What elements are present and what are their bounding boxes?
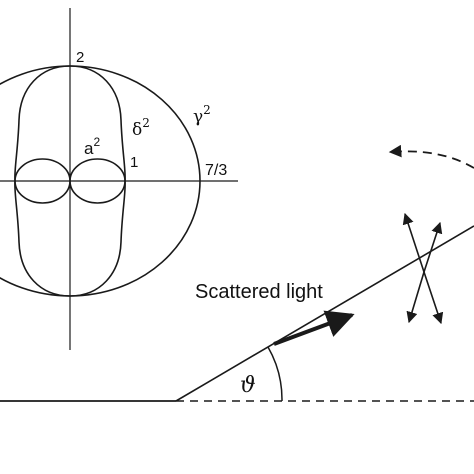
scattered-light-label: Scattered light: [195, 281, 323, 303]
label-delta-squared: δ2: [132, 116, 150, 140]
polarization-arrow-a-down: [423, 271, 444, 325]
polarization-arrow-a-up: [402, 212, 425, 273]
label-one: 1: [130, 154, 138, 171]
scattered-beam-arrow: [273, 310, 355, 346]
scattering-angle-symbol: ϑ: [240, 373, 256, 398]
label-gamma-squared: γ2: [193, 103, 211, 127]
polarization-arrow-b-up: [423, 221, 443, 273]
delta-squared-curve: [14, 65, 126, 297]
label-top-value: 2: [76, 49, 84, 66]
rotation-dashed-arrow: [388, 144, 474, 169]
polar-figure: 2 a2 δ2 γ2 1 7/3: [0, 8, 238, 350]
scattered-beam-line: [175, 225, 474, 402]
scattering-angle-arc: [267, 346, 283, 402]
scattering-geometry: ϑ Scattered light: [0, 144, 474, 402]
label-seven-thirds: 7/3: [205, 162, 227, 179]
label-a-squared: a2: [84, 135, 100, 158]
polarization-arrow-b-down: [406, 271, 425, 324]
a-squared-left-lobe: [14, 158, 71, 204]
